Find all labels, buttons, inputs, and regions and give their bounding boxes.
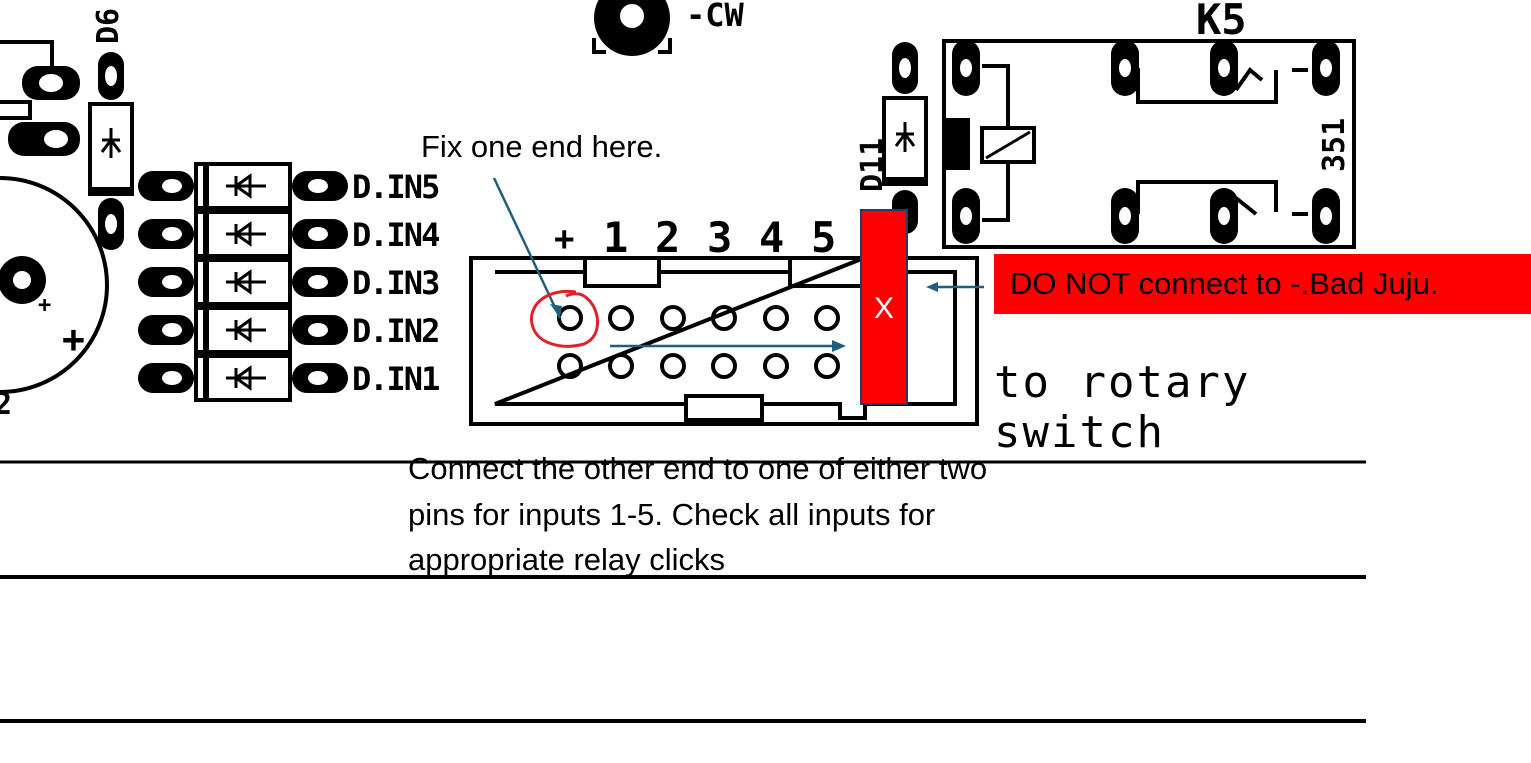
header-pin-r1c6 — [814, 305, 840, 331]
fix-end-circle — [530, 289, 599, 348]
relay-pad-hole-4 — [1320, 59, 1332, 77]
input-diode-1 — [138, 354, 348, 402]
label-d11: D11 — [855, 138, 890, 192]
relay-pad-hole-6 — [1119, 207, 1131, 225]
pin-label-5: 5 — [811, 213, 836, 262]
label-d-in4: D.IN4 — [352, 216, 439, 254]
x-block — [860, 209, 908, 405]
diode-d11 — [882, 42, 928, 234]
header-pins — [557, 305, 840, 379]
connect-arrowhead — [832, 340, 846, 352]
pin-label-3: 3 — [707, 213, 732, 262]
relay-pad-hole-3 — [1218, 59, 1230, 77]
label-d-in1: D.IN1 — [352, 360, 439, 398]
pin-label-2: 2 — [655, 213, 680, 262]
input-diode-3 — [138, 258, 348, 306]
cap-number: 2 — [0, 387, 12, 422]
label-d6: D6 — [91, 8, 126, 44]
capacitor — [0, 176, 109, 394]
rotary-switch-label: to rotary switch — [994, 358, 1250, 458]
cap-plus: + — [62, 317, 85, 361]
connect-note-line-3: appropriate relay clicks — [408, 542, 726, 577]
relay-k5 — [942, 39, 1356, 249]
relay-pad-hole-7 — [1218, 207, 1230, 225]
header-pin-r1c2 — [608, 305, 634, 331]
top-left-traces — [0, 40, 54, 120]
x-mark: X — [874, 292, 894, 325]
warning-text: DO NOT connect to -.Bad Juju. — [1010, 266, 1439, 301]
header-pin-r2c3 — [660, 353, 686, 379]
input-diode-5 — [138, 162, 348, 210]
label-d-in2: D.IN2 — [352, 312, 438, 350]
input-diode-2 — [138, 306, 348, 354]
diode-d6 — [88, 52, 134, 250]
header-pin-r1c4 — [711, 305, 737, 331]
pin-label-4: 4 — [759, 213, 784, 262]
input-diode-4 — [138, 210, 348, 258]
input-diode-rows — [138, 162, 348, 402]
relay-pad-hole-8 — [1320, 207, 1332, 225]
warning-box: DO NOT connect to -.Bad Juju. — [994, 254, 1531, 314]
cw-pad — [592, 0, 672, 56]
relay-pad-hole-5 — [960, 207, 972, 225]
fix-end-arrowhead — [550, 304, 562, 318]
relay-pads — [952, 40, 1340, 244]
rotary-line-1: to rotary — [994, 357, 1251, 408]
connect-note-line-1: Connect the other end to one of either t… — [408, 451, 988, 486]
relay-pad-hole-1 — [960, 59, 972, 77]
label-relay-code: 351 — [1317, 118, 1352, 172]
pin-label-plus: + — [554, 219, 574, 259]
header-pin-r2c5 — [763, 353, 789, 379]
warning-arrowhead — [926, 282, 938, 292]
connect-note-line-2: pins for inputs 1-5. Check all inputs fo… — [408, 497, 936, 532]
label-k5: K5 — [1196, 0, 1247, 44]
header-pin-r2c1 — [557, 353, 583, 379]
label-d-in3: D.IN3 — [352, 264, 439, 302]
fix-end-arrow — [492, 177, 562, 319]
header-pin-r2c4 — [711, 353, 737, 379]
header-pin-r1c3 — [660, 305, 686, 331]
label-cw: -CW — [686, 0, 745, 34]
cap-plus-small: + — [38, 293, 51, 318]
fix-end-note: Fix one end here. — [421, 129, 663, 164]
rotary-line-2: switch — [994, 407, 1165, 458]
header-pin-r2c6 — [814, 353, 840, 379]
relay-pad-hole-2 — [1119, 59, 1131, 77]
header-connector — [469, 255, 979, 426]
header-pin-r1c5 — [763, 305, 789, 331]
label-d-in5: D.IN5 — [352, 168, 439, 206]
header-pin-r2c2 — [608, 353, 634, 379]
header-pin-r1c1 — [557, 305, 583, 331]
top-left-pads — [8, 66, 80, 156]
pin-label-1: 1 — [603, 213, 628, 262]
